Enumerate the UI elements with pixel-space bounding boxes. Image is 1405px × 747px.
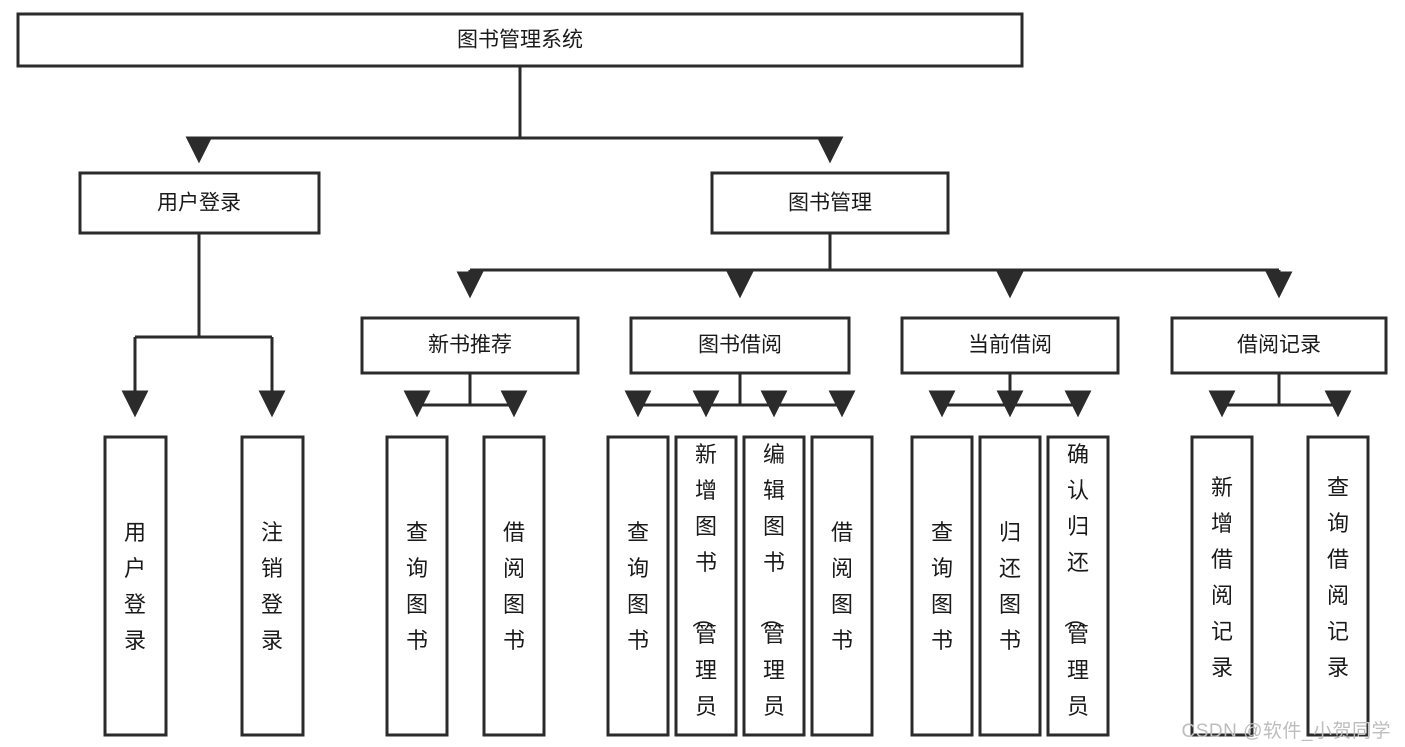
leaf-bb-query-book-label: 查询图书: [627, 520, 649, 653]
node-borrow-record[interactable]: 借阅记录: [1170, 316, 1388, 375]
leaf-nb-borrow-book-label: 借阅图书: [503, 520, 525, 653]
node-root-label: 图书管理系统: [457, 29, 583, 52]
node-root[interactable]: 图书管理系统: [16, 12, 1024, 68]
leaf-cb-return-book[interactable]: 归还图书: [978, 435, 1042, 737]
leaf-bb-borrow-book[interactable]: 借阅图书: [810, 435, 874, 737]
node-book-management-label: 图书管理: [788, 192, 872, 215]
leaf-cb-return-book-label: 归还图书: [999, 520, 1021, 653]
leaf-logout[interactable]: 注销登录: [240, 435, 305, 737]
connector-userlogin-to-leaves: [121, 233, 286, 418]
leaf-br-query-record[interactable]: 查询借阅记录: [1306, 435, 1370, 737]
node-user-login-label: 用户登录: [157, 192, 241, 215]
node-book-borrow-label: 图书借阅: [698, 334, 782, 357]
connector-currentborrow-to-leaves: [928, 373, 1092, 418]
connector-newbook-to-leaves: [403, 373, 528, 418]
leaf-cb-confirm-return-label: 确认归还（管理员）: [1062, 442, 1089, 747]
leaf-nb-query-book-label: 查询图书: [406, 520, 428, 653]
leaf-bb-add-book[interactable]: 新增图书（管理员）: [674, 435, 738, 747]
leaf-cb-query-book[interactable]: 查询图书: [910, 435, 974, 737]
leaf-bb-add-book-label: 新增图书（管理员）: [690, 442, 717, 747]
leaf-bb-borrow-book-label: 借阅图书: [831, 520, 853, 653]
leaf-br-add-record-label: 新增借阅记录: [1211, 475, 1233, 680]
leaf-bb-query-book[interactable]: 查询图书: [606, 435, 670, 737]
node-new-book-recommend[interactable]: 新书推荐: [360, 316, 580, 375]
leaf-nb-query-book[interactable]: 查询图书: [385, 435, 449, 737]
node-new-book-recommend-label: 新书推荐: [428, 334, 512, 357]
leaf-br-query-record-label: 查询借阅记录: [1327, 475, 1349, 680]
node-user-login[interactable]: 用户登录: [78, 171, 321, 235]
node-book-borrow[interactable]: 图书借阅: [629, 316, 851, 375]
leaf-user-login-label: 用户登录: [124, 520, 146, 653]
connector-borrowrecord-to-leaves: [1208, 373, 1352, 418]
node-borrow-record-label: 借阅记录: [1237, 334, 1321, 357]
node-current-borrow[interactable]: 当前借阅: [900, 316, 1120, 375]
node-current-borrow-label: 当前借阅: [968, 334, 1052, 357]
leaf-cb-query-book-label: 查询图书: [931, 520, 953, 653]
leaf-bb-edit-book[interactable]: 编辑图书（管理员）: [742, 435, 806, 747]
leaf-cb-confirm-return[interactable]: 确认归还（管理员）: [1046, 435, 1110, 747]
connector-root-to-level2: [185, 66, 844, 164]
connector-bookborrow-to-leaves: [624, 373, 856, 418]
node-book-management[interactable]: 图书管理: [710, 171, 950, 235]
leaf-br-add-record[interactable]: 新增借阅记录: [1190, 435, 1254, 737]
leaf-user-login[interactable]: 用户登录: [103, 435, 168, 737]
leaf-nb-borrow-book[interactable]: 借阅图书: [482, 435, 546, 737]
leaf-logout-label: 注销登录: [261, 520, 283, 653]
connector-bookmanage-to-level3: [456, 233, 1293, 299]
leaf-bb-edit-book-label: 编辑图书（管理员）: [758, 442, 785, 747]
